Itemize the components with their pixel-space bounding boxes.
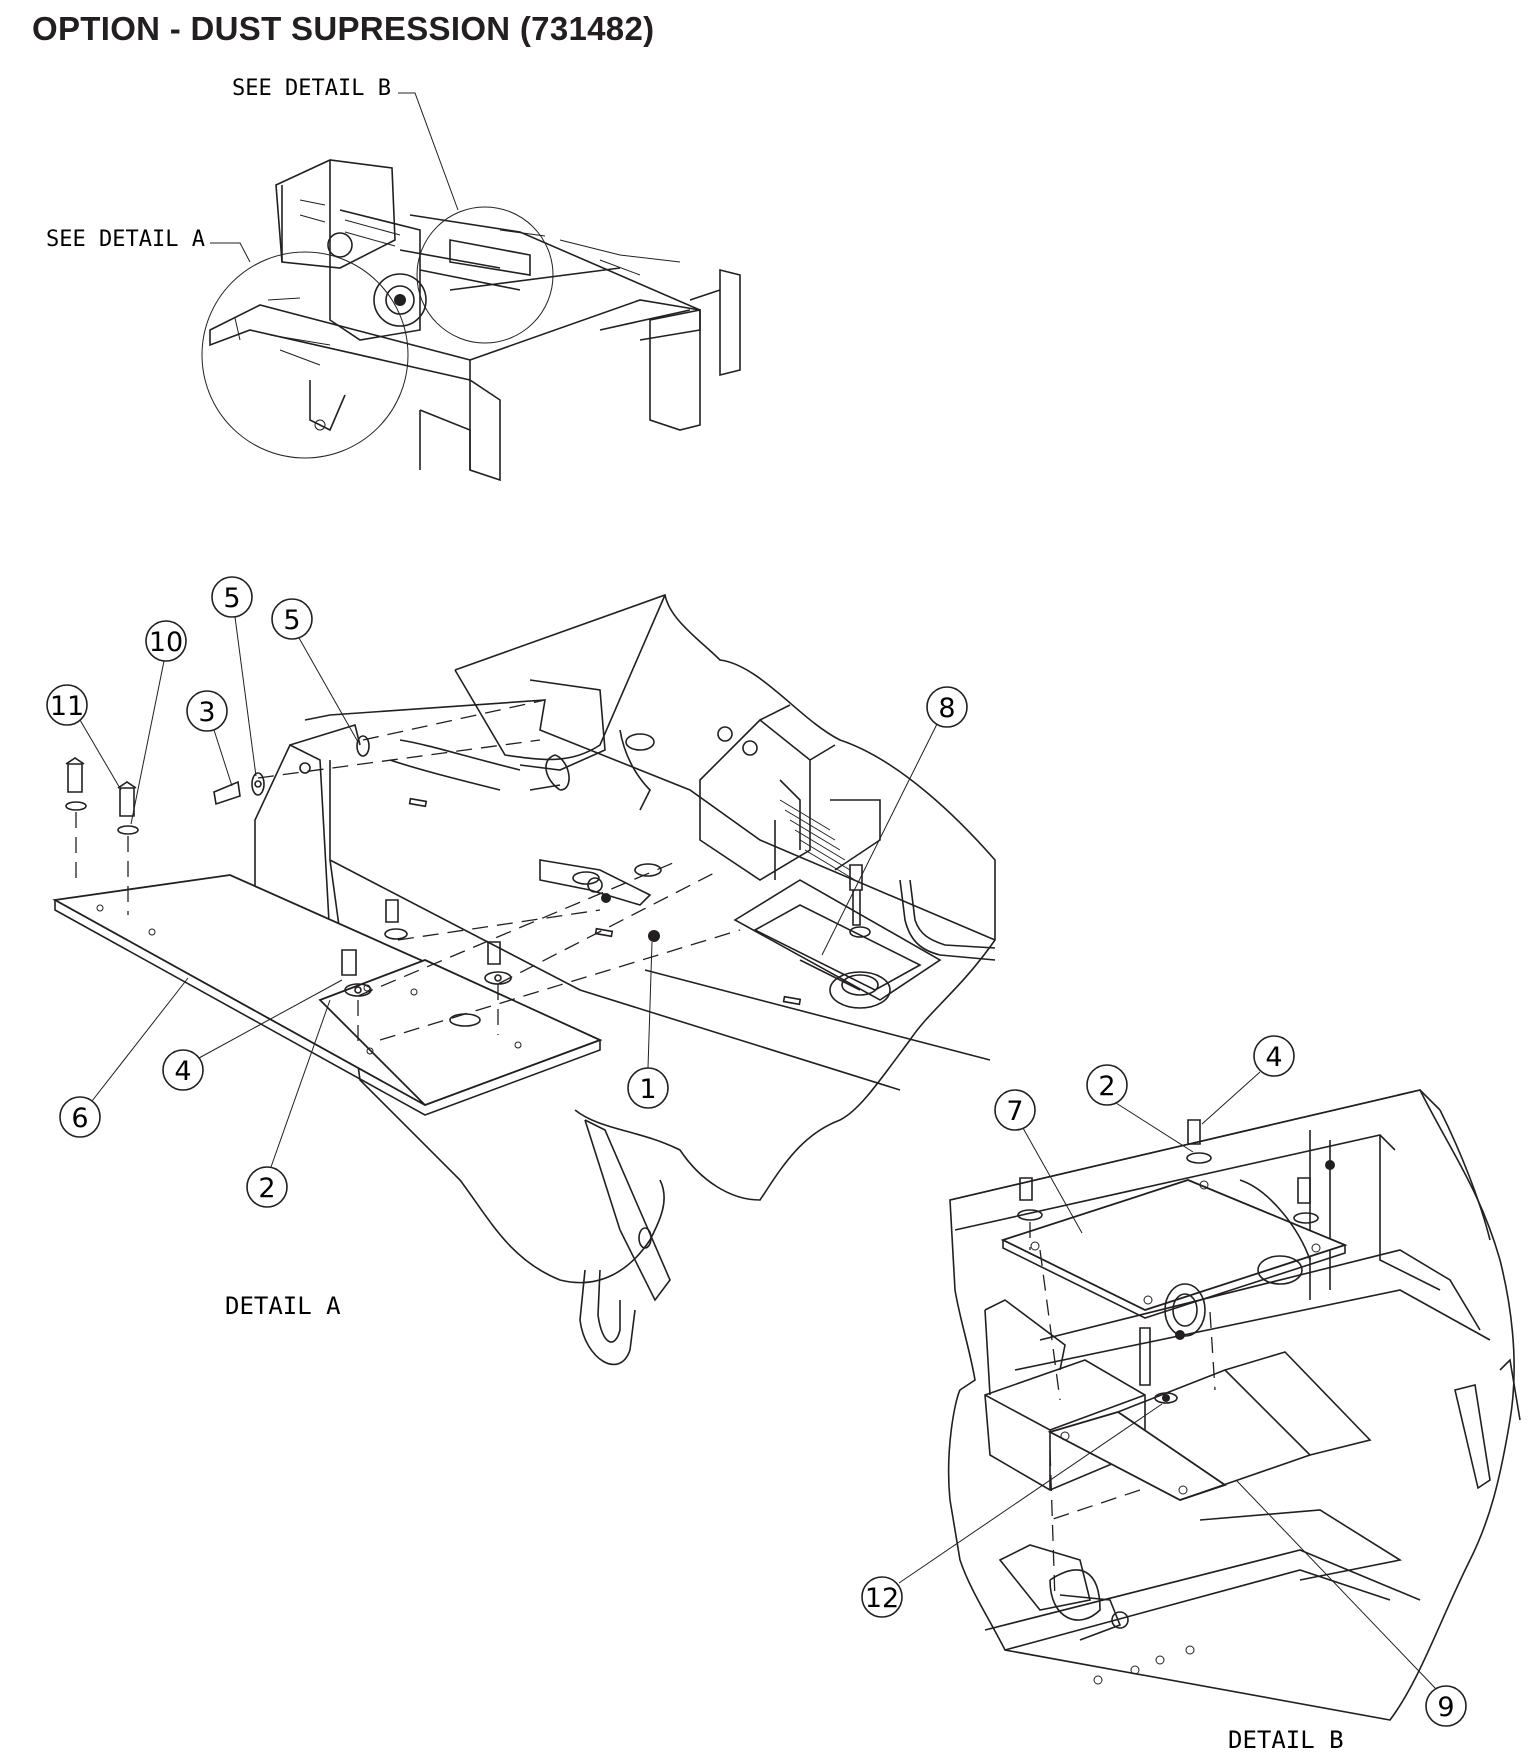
detail-b-label: DETAIL B: [1228, 1726, 1344, 1754]
detail-a-callouts: 5 5 10 11 3: [46, 576, 968, 1208]
see-detail-a-leader: [210, 242, 251, 263]
svg-text:7: 7: [1006, 1096, 1023, 1127]
callout-4: 4: [162, 979, 343, 1091]
detail-a-circle: [201, 251, 409, 459]
detail-a-label: DETAIL A: [225, 1292, 341, 1320]
callout-8: 8: [821, 686, 968, 956]
svg-text:4: 4: [1265, 1042, 1282, 1073]
detail-a-drawing: 5 5 10 11 3: [46, 576, 996, 1366]
svg-text:9: 9: [1437, 1692, 1454, 1723]
callout-12: 12: [861, 1403, 1163, 1618]
detail-b-drawing: 4 2 7 12 9 DET: [861, 1035, 1521, 1754]
page-title: OPTION - DUST SUPRESSION (731482): [32, 10, 655, 47]
see-detail-b-leader: [398, 92, 459, 211]
see-detail-a-label: SEE DETAIL A: [46, 227, 205, 252]
callout-2: 2: [1086, 1064, 1194, 1153]
callout-6: 6: [59, 977, 189, 1138]
callout-7: 7: [994, 1089, 1083, 1234]
svg-text:5: 5: [283, 605, 300, 636]
callout-10: 10: [130, 620, 187, 825]
svg-text:4: 4: [174, 1056, 191, 1087]
callout-4: 4: [1201, 1035, 1295, 1125]
svg-text:6: 6: [71, 1103, 88, 1134]
see-detail-b-label: SEE DETAIL B: [232, 76, 391, 101]
svg-text:3: 3: [198, 697, 215, 728]
callout-9: 9: [1235, 1479, 1467, 1727]
svg-text:2: 2: [1098, 1071, 1115, 1102]
detail-b-circle: [416, 206, 554, 344]
callout-3: 3: [186, 690, 233, 787]
svg-text:2: 2: [258, 1173, 275, 1204]
svg-text:8: 8: [938, 693, 955, 724]
callout-5-upper: 5: [211, 576, 257, 777]
svg-text:1: 1: [639, 1074, 656, 1105]
svg-text:10: 10: [149, 627, 183, 658]
callout-2: 2: [246, 999, 331, 1208]
callout-5-lower: 5: [271, 598, 359, 743]
detail-b-callouts: 4 2 7 12 9: [861, 1035, 1467, 1727]
svg-text:5: 5: [223, 583, 240, 614]
callout-1: 1: [627, 941, 669, 1109]
svg-text:12: 12: [865, 1583, 899, 1614]
svg-text:11: 11: [50, 691, 84, 722]
overview-assembly-drawing: SEE DETAIL B SEE DETAIL A: [46, 76, 741, 482]
callout-11: 11: [46, 684, 122, 791]
